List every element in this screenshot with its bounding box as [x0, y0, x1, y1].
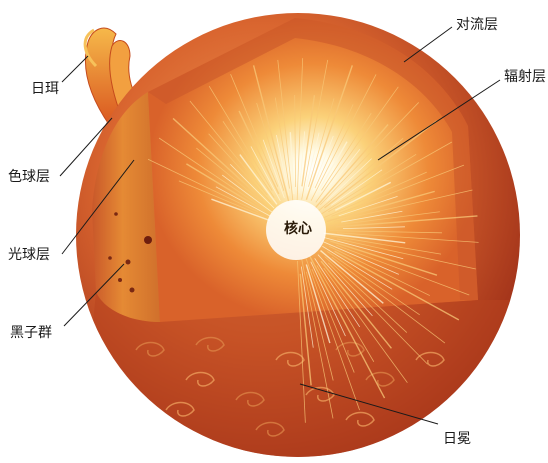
label-radiative-zone: 辐射层: [504, 70, 546, 84]
label-convection-zone: 对流层: [456, 18, 498, 32]
label-photosphere: 光球层: [8, 248, 50, 262]
label-prominence: 日珥: [31, 82, 59, 96]
leader-prominence: [62, 56, 88, 82]
label-corona: 日冕: [443, 432, 471, 446]
label-chromosphere: 色球层: [8, 170, 50, 184]
label-core: 核心: [284, 222, 312, 236]
label-sunspots: 黑子群: [10, 326, 52, 340]
